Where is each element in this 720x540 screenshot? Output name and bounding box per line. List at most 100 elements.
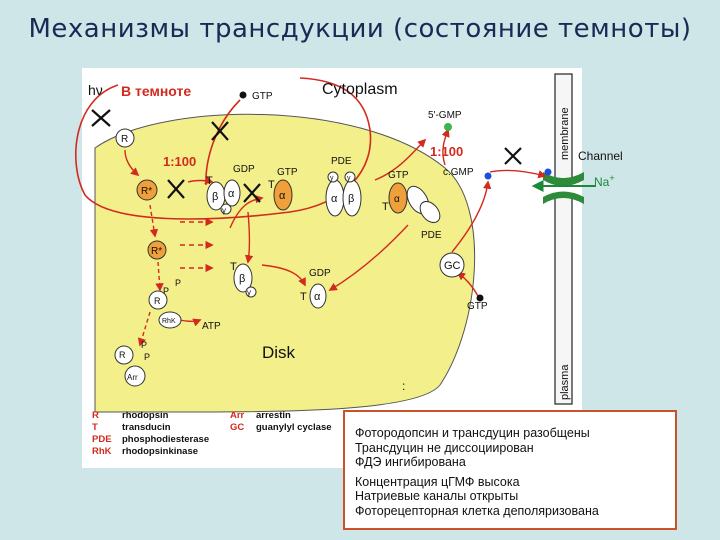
rp-label: R bbox=[154, 296, 161, 306]
pde-label-2: PDE bbox=[421, 230, 442, 241]
legend-abbr: GC bbox=[230, 422, 244, 433]
beta-label-3: β bbox=[239, 273, 245, 285]
gc-label: GC bbox=[444, 260, 461, 272]
gtp-label-1: GTP bbox=[252, 91, 273, 102]
hv-label: hν bbox=[88, 82, 103, 98]
gtp-gc-dot bbox=[476, 294, 484, 302]
plasma-membrane bbox=[554, 73, 573, 405]
channel-label: Channel bbox=[578, 149, 623, 163]
legend-abbr: PDE bbox=[92, 434, 112, 445]
alpha-label-2: α bbox=[279, 190, 286, 202]
gtp-label-3: GTP bbox=[388, 170, 409, 181]
arrow-rp-down bbox=[137, 311, 151, 347]
arrow-tdp-return bbox=[229, 194, 264, 229]
beta-label-1: β bbox=[212, 191, 218, 203]
gtp-label-4: GTP bbox=[467, 301, 488, 312]
transducin-gamma-3 bbox=[245, 286, 257, 298]
alpha-label-3: α bbox=[394, 194, 400, 205]
rhk-enzyme bbox=[158, 311, 182, 329]
disk-label: Disk bbox=[262, 343, 296, 362]
t-label-5: T bbox=[300, 291, 307, 303]
alpha-label-4: α bbox=[314, 291, 321, 303]
cytoplasm-label: Cytoplasm bbox=[322, 81, 398, 98]
summary-box: Фотородопсин и трансдуцин разобщены Тран… bbox=[343, 410, 677, 530]
na-label: Na+ bbox=[594, 173, 615, 189]
channel-cgmp-dot bbox=[544, 168, 552, 176]
disk-shape bbox=[94, 113, 476, 413]
gdp-label-1: GDP bbox=[233, 164, 255, 175]
arrow-cgmp-to-channel bbox=[489, 169, 547, 179]
slide-title: Механизмы трансдукции (состояние темноты… bbox=[28, 14, 692, 44]
legend-name: rhodopsinkinase bbox=[122, 446, 198, 457]
legend-name: transducin bbox=[122, 422, 171, 433]
rpp-label: R bbox=[119, 350, 126, 360]
gdp-label-2: GDP bbox=[309, 268, 331, 279]
arrow-gc-to-cgmp bbox=[451, 180, 492, 253]
pde-gamma-left bbox=[327, 171, 339, 183]
legend-name: arrestin bbox=[256, 410, 291, 421]
cgmp-label: c.GMP bbox=[443, 167, 474, 178]
arrow-rstar-down1 bbox=[149, 204, 159, 238]
arrow-rstar-down2 bbox=[155, 261, 164, 292]
arr-label: Arr bbox=[127, 373, 138, 382]
beta-label-pde: β bbox=[348, 193, 354, 205]
rhk-label: RhK bbox=[162, 318, 176, 325]
five-gmp-label: 5'-GMP bbox=[428, 110, 462, 121]
arrow-t-down bbox=[244, 211, 254, 264]
p-label-4: P bbox=[144, 352, 150, 362]
transducin-gamma-1 bbox=[220, 203, 232, 215]
t-label-3: T bbox=[382, 201, 389, 213]
r-label: R bbox=[121, 134, 128, 145]
gc-enzyme bbox=[439, 252, 465, 278]
five-gmp-dot bbox=[444, 123, 452, 131]
rhodopsin-rpp bbox=[114, 345, 134, 365]
rhodopsin-r bbox=[115, 128, 135, 148]
rstar-label-1: R* bbox=[141, 186, 152, 197]
block-marks bbox=[91, 109, 522, 203]
ratio-label-1: 1:100 bbox=[163, 154, 196, 169]
membrane-label: membrane bbox=[559, 107, 571, 160]
t-label-2: T bbox=[268, 179, 275, 191]
t-label-4: T bbox=[230, 261, 237, 273]
legend-name: rhodopsin bbox=[122, 410, 169, 421]
channel-bottom bbox=[543, 191, 584, 204]
gtp-label-2: GTP bbox=[277, 167, 298, 178]
alpha-label-pde: α bbox=[331, 193, 338, 205]
summary-line: Фотородопсин и трансдуцин разобщены bbox=[355, 426, 590, 440]
atp-label: ATP bbox=[202, 321, 221, 332]
pde-label-1: PDE bbox=[331, 156, 352, 167]
transducin-beta-3 bbox=[233, 263, 253, 293]
arrestin bbox=[124, 365, 146, 387]
channel-top bbox=[543, 172, 584, 186]
arrow-td-to-gdp bbox=[261, 264, 306, 287]
transducin-alpha-gdp bbox=[309, 283, 327, 309]
summary-line: Концентрация цГМФ высока bbox=[355, 474, 520, 489]
transducin-alpha-1 bbox=[223, 179, 241, 207]
rhodopsin-rstar-2 bbox=[147, 240, 167, 260]
transducin-alpha-gtp bbox=[273, 179, 293, 211]
legend: R rhodopsin T transducin PDE phosphodies… bbox=[92, 410, 332, 457]
rhodopsin-rstar-1 bbox=[136, 179, 158, 201]
p-label-3: P bbox=[141, 340, 147, 350]
summary-line: ФДЭ ингибирована bbox=[355, 455, 466, 469]
p-label-1: P bbox=[175, 278, 181, 288]
legend-abbr: RhK bbox=[92, 446, 112, 457]
legend-name: phosphodiesterase bbox=[122, 434, 209, 445]
pde-gamma-right bbox=[344, 171, 356, 183]
legend-name: guanylyl cyclase bbox=[256, 422, 332, 433]
pde-active-alpha bbox=[388, 182, 408, 214]
gtp-dot bbox=[239, 91, 247, 99]
arrow-r-down bbox=[124, 149, 140, 177]
dark-loop bbox=[75, 77, 372, 220]
arrow-cgmp-to-5gmp bbox=[441, 128, 450, 166]
alpha-label-1: α bbox=[228, 188, 235, 200]
gamma-label-1: γ bbox=[222, 206, 226, 215]
arrow-gtp-in bbox=[187, 176, 214, 185]
rstar-label-2: R* bbox=[151, 246, 162, 257]
in-dark-label: В темноте bbox=[121, 83, 191, 99]
pde-active-2 bbox=[419, 200, 441, 224]
summary-line: Трансдуцин не диссоциирован bbox=[355, 440, 534, 455]
ratio-label-2: 1:100 bbox=[430, 144, 463, 159]
legend-abbr: Arr bbox=[230, 410, 245, 421]
